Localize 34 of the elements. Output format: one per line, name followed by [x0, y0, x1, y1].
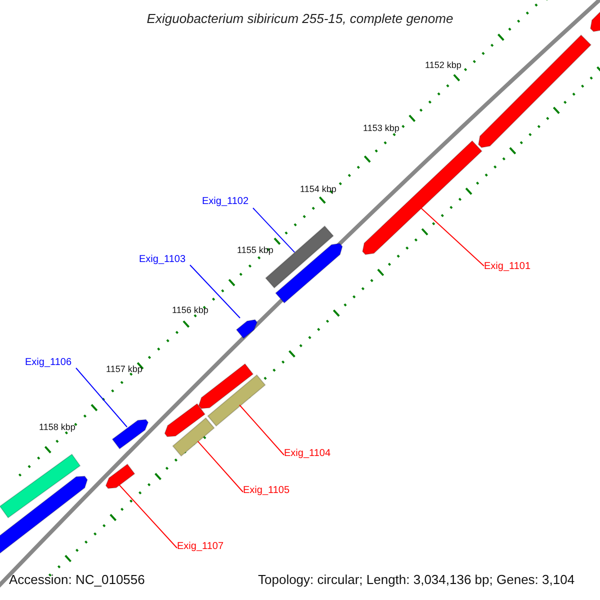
leader-line: [420, 208, 484, 266]
gene-label: Exig_1105: [243, 485, 290, 497]
gene-feature: [112, 419, 149, 450]
leader-line: [239, 404, 284, 456]
gene-feature: [172, 417, 215, 457]
gene-label: Exig_1106: [25, 357, 72, 369]
leader-line: [118, 484, 178, 548]
gene-label: Exig_1103: [139, 254, 186, 266]
position-label: 1154 kbp: [300, 185, 336, 194]
position-label: 1157 kbp: [106, 365, 142, 374]
leader-line: [252, 208, 296, 253]
gene-feature: [207, 374, 266, 427]
gene-label: Exig_1102: [202, 196, 249, 208]
position-label: 1158 kbp: [39, 423, 76, 432]
gene-feature: [236, 319, 258, 339]
gene-feature: [478, 34, 592, 148]
gene-feature: [362, 140, 482, 256]
leader-line: [76, 368, 128, 428]
gene-feature: [198, 363, 254, 410]
genome-info: Accession: NC_010556: [9, 573, 145, 586]
gene-label: Exig_1107: [177, 541, 224, 553]
gene-feature: [105, 464, 136, 489]
gene-feature: [164, 403, 206, 438]
genome-info: Topology: circular; Length: 3,034,136 bp; Genes: 3,104: [258, 573, 575, 586]
gene-feature: [275, 242, 343, 304]
position-label: 1155 kbp: [237, 246, 274, 255]
gene-label: Exig_1104: [284, 448, 331, 460]
gene-label: Exig_1101: [484, 261, 531, 273]
leader-line: [197, 440, 244, 492]
gene-feature: [0, 454, 81, 518]
title: Exiguobacterium sibiricum 255-15, complete genome: [146, 10, 454, 28]
position-label: 1156 kbp: [172, 306, 208, 315]
leader-line: [190, 264, 240, 318]
position-label: 1152 kbp: [425, 61, 462, 70]
